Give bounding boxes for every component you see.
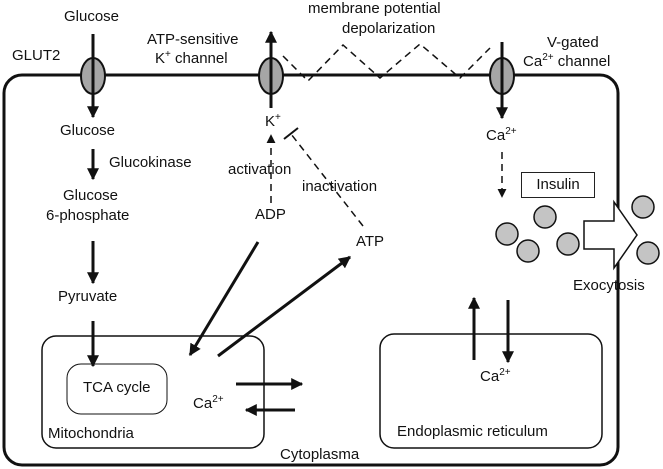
glucose-inside-label: Glucose [60,122,116,139]
glut2-label: GLUT2 [12,47,61,64]
mitochondria-label: Mitochondria [48,425,134,442]
depolarization-label-line1: membrane potential [308,0,441,17]
atp-inactivation-bar [283,127,299,140]
vgated-channel-label-line2: Ca2+ channel [523,52,611,71]
vgated-channel-label-line1: V-gated [547,34,599,51]
katp-channel-label-line1: ATP-sensitive [147,31,239,48]
atp-label: ATP [356,233,385,250]
mitochondria-outline [41,335,265,449]
glucose-outside-label: Glucose [64,8,120,25]
g6p-label-line1: Glucose [63,187,119,204]
ca-inside-label: Ca2+ [486,126,517,145]
insulin-granule [495,222,519,246]
er-outline [379,333,603,449]
g6p-label-line2: 6-phosphate [46,207,130,224]
insulin-granule [636,241,660,265]
tca-cycle-label: TCA cycle [83,379,151,396]
tca-cycle-outline [66,363,168,415]
exocytosis-label: Exocytosis [573,277,645,294]
er-ca-label: Ca2+ [480,367,511,386]
exocytosis-arrow [583,199,638,271]
adp-label: ADP [255,206,286,223]
insulin-granule [556,232,580,256]
cytoplasma-label: Cytoplasma [280,446,360,463]
adp-to-mito-arrow [188,241,260,357]
pyruvate-label: Pyruvate [58,288,118,305]
depolarization-zigzag [282,43,491,83]
mito-ca-label: Ca2+ [193,394,224,413]
insulin-label: Insulin [521,172,595,198]
k-ion-label: K+ [265,112,281,131]
er-label: Endoplasmic reticulum [397,423,548,440]
cell-membrane [2,73,620,467]
glucokinase-label: Glucokinase [109,154,192,171]
insulin-granule [631,195,655,219]
inactivation-label: inactivation [302,178,378,195]
activation-label: activation [228,161,292,178]
katp-channel-label-line2: K+ channel [155,49,228,68]
depolarization-label-line2: depolarization [342,20,436,37]
atp-inactivation-line [290,133,364,227]
insulin-granule [516,239,540,263]
insulin-granule [533,205,557,229]
mito-to-atp-arrow [217,255,351,358]
